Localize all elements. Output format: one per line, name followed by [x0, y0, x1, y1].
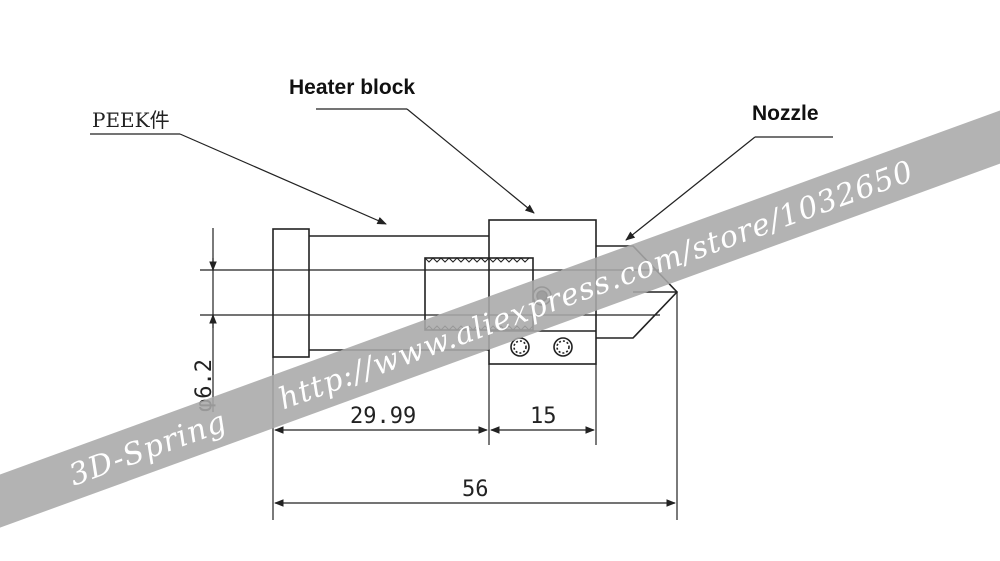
screw-hole-left-inner [513, 340, 527, 354]
label-nozzle: Nozzle [752, 102, 819, 125]
label-peek: PEEK件 [92, 108, 170, 132]
dim-total-length: 56 [462, 477, 489, 502]
thread-upper [424, 257, 530, 263]
watermark-band [0, 103, 1000, 534]
peek-flange [272, 228, 310, 358]
dim-heater-length: 15 [530, 404, 557, 429]
watermark: 3D-Spring http://www.aliexpress.com/stor… [0, 103, 1000, 534]
dim-peek-length: 29.99 [350, 404, 416, 429]
screw-hole-right [553, 337, 573, 357]
leader-lines [90, 108, 833, 241]
label-heater-block: Heater block [289, 76, 415, 99]
screw-hole-right-inner [556, 340, 570, 354]
